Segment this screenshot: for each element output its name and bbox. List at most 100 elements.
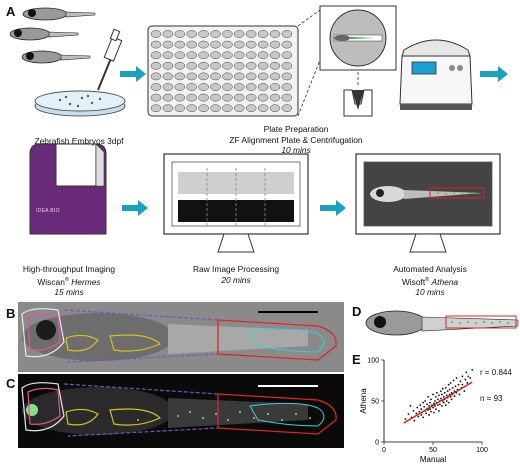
scatter-point: [437, 398, 439, 401]
x-tick-label: 0: [382, 447, 386, 454]
scatter-point: [404, 418, 407, 420]
imaging-device-icon: [29, 143, 107, 235]
scatter-point: [420, 414, 423, 416]
x-axis-label: Manual: [420, 455, 446, 464]
petri-dish-icon: [34, 90, 126, 117]
scatter-point: [464, 378, 467, 381]
x-tick-label: 50: [429, 447, 437, 454]
scatter-point: [422, 416, 425, 419]
brightfield-image: [18, 302, 344, 372]
caption-plate-line1: Plate Preparation: [263, 124, 329, 134]
scatter-point: [444, 386, 447, 389]
scatter-point: [451, 386, 454, 389]
scatter-point: [439, 397, 442, 400]
caption-analysis: Automated Analysis Wisoft® Athena 10 min…: [370, 264, 490, 297]
scatter-point: [415, 412, 418, 415]
caption-imaging: High-throughput Imaging Wiscan® Hermes 1…: [2, 264, 136, 297]
scatter-point: [449, 396, 452, 398]
scatter-point: [429, 401, 431, 404]
scatter-point: [432, 393, 434, 396]
scatter-point: [413, 419, 416, 422]
scatter-point: [454, 385, 457, 388]
device-brand-label: IDEA BIO: [36, 208, 60, 214]
scatter-point: [418, 410, 421, 413]
scatter-point: [427, 396, 429, 398]
scatter-point: [442, 401, 445, 404]
scatter-point: [412, 409, 415, 412]
scatter-point: [416, 406, 419, 409]
scatter-point: [452, 379, 455, 382]
caption-plate: Plate Preparation ZF Alignment Plate & C…: [196, 124, 396, 156]
caption-raw-time: 20 mins: [221, 274, 251, 285]
caption-imaging-time: 15 mins: [54, 286, 84, 297]
annotation-n: n = 93: [480, 394, 503, 403]
scatter-point: [440, 393, 443, 396]
larva-icon-2: [9, 27, 79, 41]
scatter-point: [437, 409, 440, 412]
scatter-point: [434, 400, 436, 402]
scatter-point: [428, 414, 430, 416]
panel-label-b: B: [6, 306, 16, 321]
scatter-point: [430, 410, 432, 413]
y-tick-label: 0: [375, 440, 379, 447]
caption-analysis-line1: Automated Analysis: [393, 264, 467, 274]
y-tick-label: 100: [367, 358, 379, 365]
x-tick-label: 100: [476, 447, 488, 454]
scatter-point: [443, 391, 446, 394]
scatter-point: [465, 371, 468, 374]
scatter-point: [445, 394, 448, 397]
scatter-point: [466, 382, 469, 384]
scatter-point: [459, 380, 462, 383]
caption-analysis-line2: Wisoft® Athena: [401, 276, 459, 287]
scatter-point: [428, 405, 430, 407]
pipette-icon: [97, 28, 123, 91]
larva-icon-3: [21, 50, 91, 64]
panel-label-e: E: [352, 352, 361, 367]
scatter-point: [461, 383, 464, 386]
scatter-point: [426, 403, 429, 406]
scatter-point: [429, 408, 431, 411]
panel-label-d: D: [352, 304, 362, 319]
larva-diagram: [365, 310, 519, 336]
scatter-point: [450, 398, 453, 401]
scatter-point: [407, 413, 410, 416]
caption-plate-time: 10 mins: [281, 145, 311, 155]
scatter-point: [436, 391, 438, 394]
scatter-point: [455, 377, 458, 379]
scatter-point: [467, 375, 470, 378]
zoom-inset: [297, 5, 397, 117]
scatter-point: [469, 377, 472, 379]
scatter-point: [463, 390, 466, 393]
scatter-point: [438, 403, 441, 406]
scatter-point: [471, 368, 474, 371]
scatter-point: [422, 401, 425, 404]
caption-embryos-text: Zebrafish Embryos 3dpf: [34, 136, 124, 146]
arrow-icon-2: [480, 66, 508, 82]
scatter-point: [447, 383, 450, 386]
caption-imaging-line2: Wiscan® Hermes: [37, 276, 101, 287]
arrow-icon-3: [122, 200, 148, 216]
scatter-point: [448, 388, 451, 391]
scatter-point: [461, 375, 464, 378]
scatter-point: [430, 398, 432, 401]
caption-imaging-line1: High-throughput Imaging: [22, 264, 116, 274]
scatter-point: [457, 383, 460, 386]
annotation-r: r = 0.844: [480, 368, 512, 377]
monitor-raw-icon: [163, 153, 309, 253]
scatter-point: [449, 382, 452, 384]
scatter-point: [450, 391, 453, 394]
scatter-point: [439, 390, 442, 393]
workflow-illustration: [9, 5, 508, 253]
scatter-point: [437, 394, 440, 397]
panel-label-c: C: [6, 376, 16, 391]
scatter-point: [437, 404, 439, 406]
fluorescence-image: [18, 374, 344, 448]
scatter-point: [425, 412, 428, 415]
caption-embryos: Zebrafish Embryos 3dpf: [14, 136, 144, 147]
scatter-point: [433, 411, 435, 414]
y-tick-label: 50: [371, 399, 379, 406]
scatter-point: [409, 405, 412, 407]
fit-line: [403, 381, 473, 424]
scatter-point: [417, 415, 420, 418]
